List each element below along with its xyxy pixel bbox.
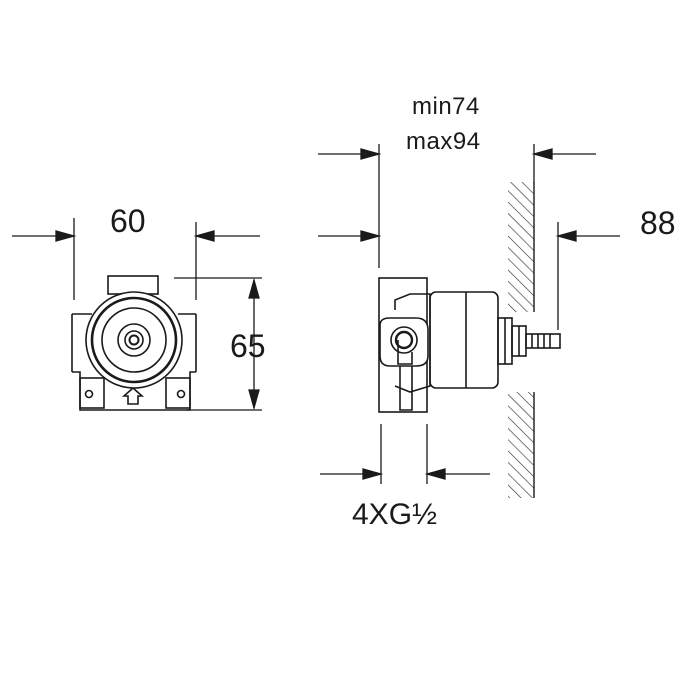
valve-body-inner — [101, 307, 167, 373]
dimension-88 — [555, 222, 620, 330]
right-mounting-foot — [165, 377, 191, 409]
dimension-65 — [174, 277, 262, 411]
spindle-stem — [525, 333, 561, 349]
valve-body-outer — [85, 291, 183, 389]
spindle-center — [128, 334, 140, 346]
base-plate — [72, 371, 196, 411]
spindle-outer — [117, 323, 151, 357]
projection-dimension-label: 88 — [640, 205, 676, 241]
bracket-outline — [71, 313, 197, 372]
valve-body-side — [429, 291, 499, 389]
side-bracket — [394, 293, 431, 393]
flow-direction-arrow — [121, 386, 145, 405]
drain-outlet — [399, 366, 413, 411]
wall-section — [508, 182, 535, 498]
dimension-depth — [318, 144, 596, 268]
spindle-inner — [124, 330, 144, 350]
left-screw-hole — [84, 389, 94, 399]
side-view — [378, 277, 561, 413]
valve-body-ring — [90, 296, 178, 384]
connector-port — [390, 326, 418, 354]
front-view — [71, 275, 197, 411]
dimension-60 — [12, 218, 260, 300]
height-dimension-label: 65 — [230, 328, 266, 364]
depth-min-label: min74 — [412, 93, 480, 120]
connector-tab — [397, 340, 413, 365]
inlet-connector — [379, 317, 429, 367]
width-dimension-label: 60 — [110, 203, 146, 239]
left-mounting-foot — [79, 377, 105, 409]
dimension-thread — [320, 424, 490, 484]
connection-thread-label: 4XG½ — [352, 498, 438, 531]
connector-port-inner — [394, 330, 414, 350]
right-screw-hole — [176, 389, 186, 399]
depth-max-label: max94 — [406, 128, 481, 155]
